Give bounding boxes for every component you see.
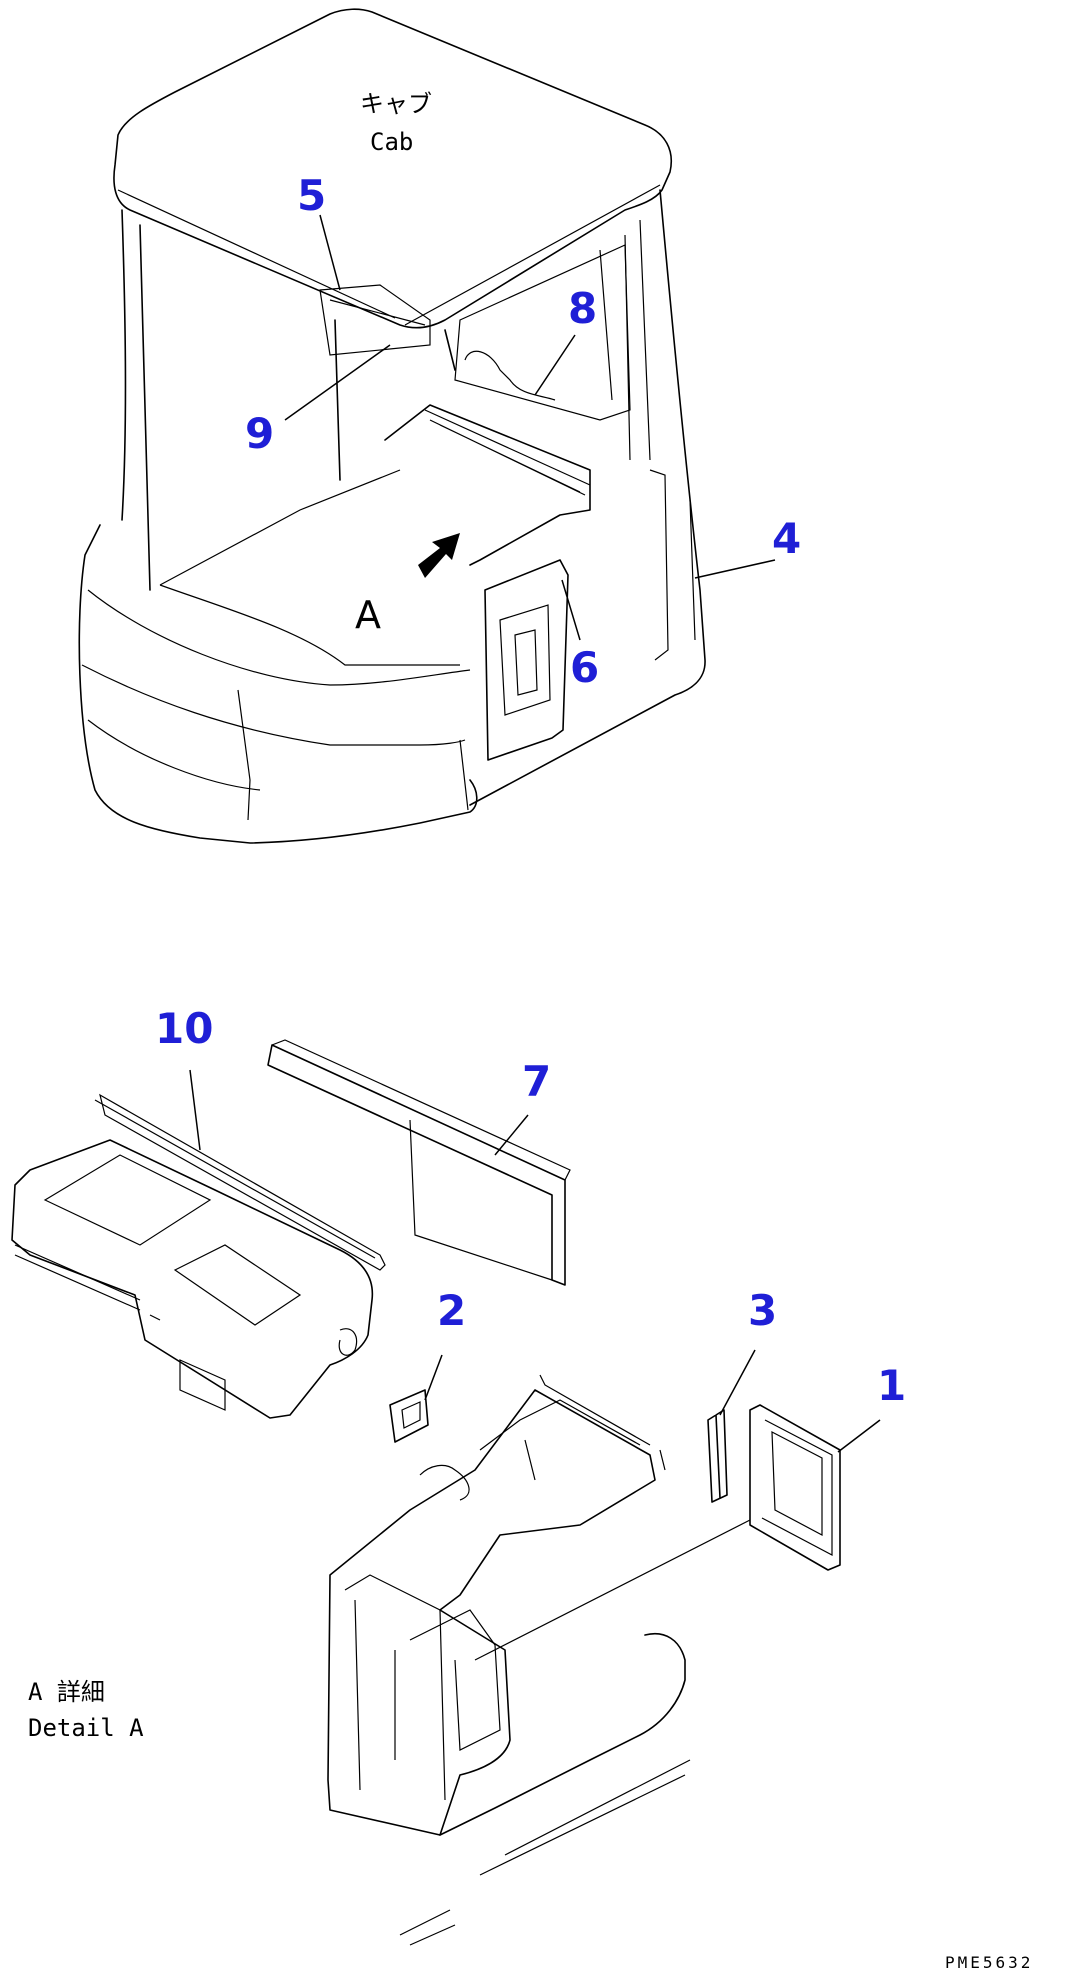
leader-9 <box>284 344 391 421</box>
detail-a-base <box>439 1633 686 1836</box>
callout-9: 9 <box>245 409 274 458</box>
leader-3 <box>719 1349 756 1416</box>
part-10-inner <box>43 1154 358 1411</box>
cab-base-line-2 <box>81 664 466 746</box>
console-side-panel <box>484 559 569 761</box>
leader-1 <box>837 1419 881 1453</box>
callout-4: 4 <box>772 514 801 563</box>
detail-a-link <box>474 1519 751 1661</box>
cab-base <box>78 524 478 844</box>
cab-assembly <box>78 8 706 844</box>
callout-5: 5 <box>297 171 326 220</box>
leader-lines <box>189 214 881 1453</box>
callout-1: 1 <box>877 1361 906 1410</box>
detail-label-jp: A 詳細 <box>28 1678 105 1706</box>
cab-left-side <box>121 209 151 591</box>
part-7-strip <box>267 1044 566 1286</box>
part-2-grommet <box>389 1389 429 1443</box>
detail-label-en: Detail A <box>28 1714 144 1742</box>
detail-a-box <box>327 1389 656 1836</box>
callout-10: 10 <box>155 1004 213 1053</box>
cab-roof <box>113 8 672 329</box>
cab-cable <box>464 350 556 401</box>
part-2-grommet-inner <box>401 1401 421 1429</box>
leader-6 <box>561 579 581 641</box>
callout-3: 3 <box>748 1286 777 1335</box>
part-1-plate <box>749 1404 841 1571</box>
console-side-panel-inner <box>499 604 551 716</box>
cab-roof-edge <box>117 184 661 326</box>
callout-2: 2 <box>437 1286 466 1335</box>
cab-label-en: Cab <box>370 128 413 156</box>
view-marker-a: A <box>355 593 381 637</box>
detail-a-box-inner <box>344 1574 501 1801</box>
cab-base-line-3 <box>87 689 469 821</box>
detail-a-base-lines <box>399 1759 691 1946</box>
console-rail <box>424 409 591 496</box>
cab-rear-window <box>454 244 631 421</box>
cab-right-rail <box>649 469 696 661</box>
detail-a-box-mount <box>539 1374 666 1471</box>
cab-label-jp: キャブ <box>360 90 432 118</box>
leader-10 <box>189 1069 201 1151</box>
callout-7: 7 <box>522 1057 551 1106</box>
leader-7 <box>494 1114 529 1156</box>
part-10-panel <box>11 1139 374 1419</box>
detail-a-box-top <box>419 1399 641 1501</box>
rear-console <box>384 404 591 566</box>
part-7-face <box>271 1039 571 1281</box>
part-1-plate-window <box>761 1419 833 1556</box>
cab-front-frame <box>334 319 456 481</box>
leader-5 <box>319 214 341 291</box>
cab-floor <box>159 469 460 666</box>
leader-2 <box>424 1354 443 1401</box>
view-arrow-icon <box>418 533 460 578</box>
part-3-strip <box>707 1409 728 1503</box>
detail-a-assembly <box>11 1039 841 1946</box>
cab-vent <box>319 284 431 356</box>
leader-4 <box>694 559 776 579</box>
leader-8 <box>534 334 576 396</box>
callout-8: 8 <box>568 284 597 333</box>
part-10-edge <box>14 1244 141 1311</box>
cab-base-line-1 <box>87 589 471 686</box>
callout-6: 6 <box>570 643 599 692</box>
part-10-rail <box>94 1093 386 1271</box>
figure-code: PME5632 <box>945 1953 1033 1972</box>
